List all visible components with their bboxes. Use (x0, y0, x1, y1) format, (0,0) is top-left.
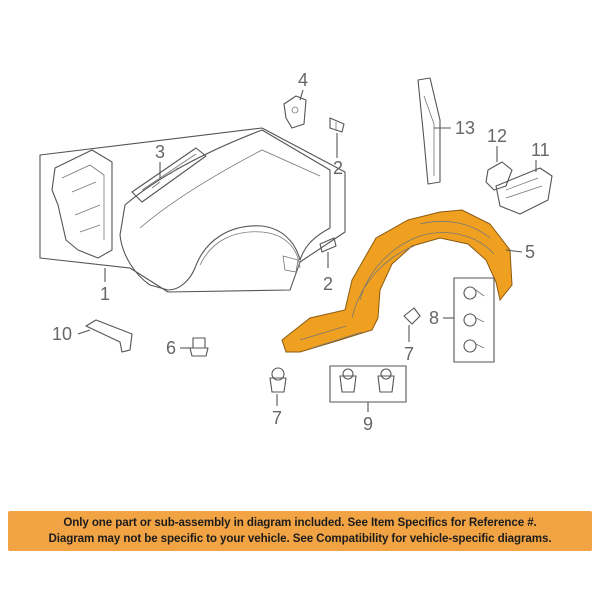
callout-9: 9 (363, 414, 373, 434)
clip-set-part-8 (453, 277, 495, 363)
callout-7-left: 7 (272, 408, 282, 428)
clip-set-part-9 (329, 365, 407, 403)
bracket-part-12 (485, 161, 513, 191)
callout-13: 13 (455, 118, 475, 138)
splash-shield-part-11 (495, 167, 553, 215)
bolt-part-6 (189, 337, 209, 357)
callout-5: 5 (525, 242, 535, 262)
callout-3: 3 (155, 142, 165, 162)
clip-part-7-left (269, 367, 287, 393)
callout-2-lower: 2 (323, 274, 333, 294)
callout-12: 12 (487, 126, 507, 146)
callout-11: 11 (531, 140, 550, 160)
bolt-part-2-upper (329, 117, 345, 133)
fender-liner-part-5 (281, 209, 513, 353)
callout-4: 4 (298, 70, 308, 90)
callout-8: 8 (429, 308, 439, 328)
callout-1: 1 (100, 284, 110, 304)
callout-6: 6 (166, 338, 176, 358)
disclaimer-line-2: Diagram may not be specific to your vehi… (48, 532, 552, 545)
bolt-part-2-lower (319, 237, 337, 253)
fender-bracket-part-3 (131, 147, 207, 203)
fender-assembly-outline (39, 127, 346, 293)
bracket-part-4 (283, 95, 307, 129)
callout-7-right: 7 (404, 344, 414, 364)
clip-part-7-right (403, 307, 421, 325)
callout-2-upper: 2 (333, 158, 343, 178)
disclaimer-line-1: Only one part or sub-assembly in diagram… (63, 516, 537, 529)
seal-part-13 (417, 77, 441, 185)
leader-lines (77, 89, 537, 412)
bracket-part-10 (85, 319, 133, 353)
callout-10: 10 (52, 324, 72, 344)
disclaimer-banner: Only one part or sub-assembly in diagram… (8, 511, 592, 551)
